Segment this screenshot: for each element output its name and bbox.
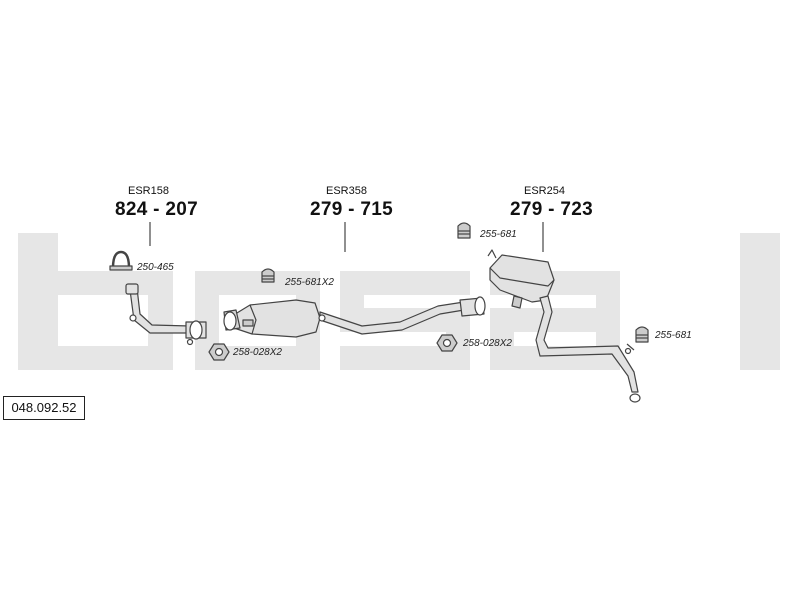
mount-rear-right-part-number[interactable]: 255-681: [655, 330, 692, 341]
mount-middle-part-number[interactable]: 255-681X2: [285, 277, 334, 288]
nut-icon: [208, 343, 230, 361]
clamp-part-number[interactable]: 250-465: [137, 262, 174, 273]
mount-rear-top-part-number[interactable]: 255-681: [480, 229, 517, 240]
rubber-mount-icon: [261, 268, 275, 283]
part-number-rear[interactable]: 279 - 723: [510, 199, 593, 220]
nut-front-part-number[interactable]: 258-028X2: [233, 347, 282, 358]
nut-icon: [436, 334, 458, 352]
part-number-middle[interactable]: 279 - 715: [310, 199, 393, 220]
nut-middle-part-number[interactable]: 258-028X2: [463, 338, 512, 349]
esr-label-front: ESR158: [128, 185, 169, 197]
rubber-mount-icon: [457, 222, 471, 239]
catalog-number-box: 048.092.52: [3, 396, 85, 420]
esr-label-middle: ESR358: [326, 185, 367, 197]
clamp-icon: [109, 250, 133, 271]
part-number-front[interactable]: 824 - 207: [115, 199, 198, 220]
rubber-mount-icon: [635, 326, 649, 343]
rear-silencer-part[interactable]: [487, 249, 641, 403]
esr-label-rear: ESR254: [524, 185, 565, 197]
front-pipe-part[interactable]: [125, 283, 207, 346]
middle-silencer-part[interactable]: [223, 296, 486, 338]
